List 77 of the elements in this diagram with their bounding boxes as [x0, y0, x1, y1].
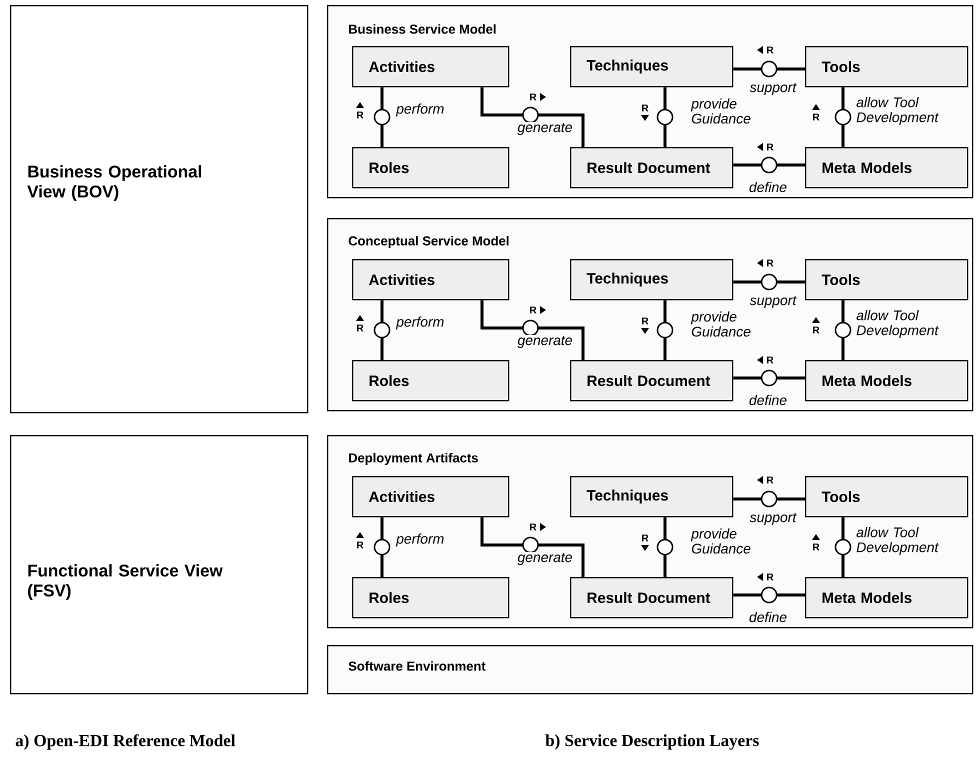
edge-label: perform: [395, 532, 446, 548]
channel-connector: [656, 300, 674, 360]
channel-connector: [480, 87, 584, 147]
figure-caption: b) Service Description Layers: [545, 734, 759, 750]
component-box: Tools: [805, 46, 968, 88]
component-box: Result Document: [570, 147, 734, 188]
component-box: Result Document: [570, 360, 734, 402]
direction-mark: R: [757, 259, 774, 267]
edge-label: provide Guidance: [690, 97, 754, 125]
edge-label: allow Tool Development: [855, 309, 950, 339]
component-box: Techniques: [570, 259, 734, 300]
edge-label: perform: [395, 102, 446, 118]
channel-connector: [733, 156, 805, 174]
edge-label: provide Guidance: [690, 310, 754, 338]
edge-label: generate: [516, 552, 574, 566]
component-box: Roles: [352, 360, 510, 402]
channel-connector: [733, 274, 805, 290]
direction-mark: R: [356, 102, 364, 118]
edge-label: support: [748, 512, 798, 526]
channel-connector: [733, 60, 805, 78]
channel-connector: [834, 517, 852, 577]
component-box: Roles: [352, 577, 510, 618]
component-box: Tools: [805, 259, 968, 300]
direction-mark: R: [530, 523, 546, 531]
direction-mark: R: [812, 534, 820, 550]
channel-connector: [834, 300, 852, 360]
channel-connector: [374, 300, 390, 360]
direction-mark: R: [757, 356, 774, 364]
edge-label: allow Tool Development: [855, 96, 950, 126]
edge-label: allow Tool Development: [855, 526, 950, 556]
edge-label: generate: [516, 122, 574, 136]
channel-connector: [480, 300, 584, 360]
channel-connector: [374, 517, 390, 577]
edge-label: define: [748, 180, 788, 194]
channel-connector: [834, 87, 852, 147]
component-box: Activities: [352, 476, 510, 518]
edge-label: provide Guidance: [690, 527, 754, 555]
component-box: Activities: [352, 46, 510, 88]
component-box: Roles: [352, 147, 510, 188]
component-box: Meta Models: [805, 360, 968, 402]
layer-panel: Software Environment: [327, 645, 974, 694]
direction-mark: R: [530, 93, 546, 101]
edge-label: perform: [395, 316, 446, 330]
edge-label: support: [748, 82, 798, 96]
channel-connector: [374, 87, 390, 147]
channel-connector: [733, 490, 805, 508]
direction-mark: R: [812, 317, 820, 334]
direction-mark: R: [530, 306, 546, 314]
component-box: Techniques: [570, 476, 734, 518]
edge-label: support: [748, 295, 798, 309]
channel-connector: [733, 586, 805, 604]
direction-mark: R: [356, 532, 364, 548]
direction-mark: R: [641, 534, 649, 551]
channel-connector: [733, 370, 805, 386]
channel-connector: [480, 517, 584, 577]
channel-connector: [656, 87, 674, 147]
component-box: Meta Models: [805, 577, 968, 618]
component-box: Activities: [352, 259, 510, 300]
figure-caption: a) Open-EDI Reference Model: [16, 734, 236, 750]
component-box: Meta Models: [805, 147, 968, 188]
channel-connector: [656, 517, 674, 577]
edge-label: generate: [516, 335, 574, 349]
direction-mark: R: [356, 315, 364, 332]
component-box: Tools: [805, 476, 968, 518]
edge-label: define: [748, 394, 788, 406]
view-box: Business Operational View (BOV): [10, 5, 308, 414]
direction-mark: R: [757, 46, 774, 54]
direction-mark: R: [641, 104, 649, 121]
component-box: Result Document: [570, 577, 734, 618]
direction-mark: R: [757, 573, 774, 581]
direction-mark: R: [812, 104, 820, 120]
direction-mark: R: [641, 318, 649, 334]
direction-mark: R: [757, 143, 774, 151]
edge-label: define: [748, 610, 788, 624]
view-box: Functional Service View (FSV): [10, 435, 308, 694]
direction-mark: R: [757, 476, 774, 484]
component-box: Techniques: [570, 46, 734, 88]
